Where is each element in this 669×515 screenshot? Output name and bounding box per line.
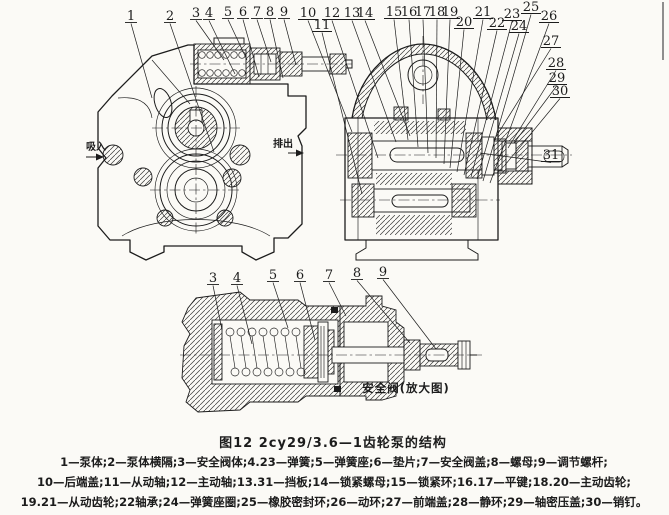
valve-spring-section xyxy=(198,51,246,77)
leader-line-6 xyxy=(242,19,260,78)
callout-number-27: 27 xyxy=(543,34,560,49)
callout-number-13: 13 xyxy=(344,6,361,21)
callout-number-5: 5 xyxy=(269,268,277,283)
outlet-label: 排出 xyxy=(273,137,293,150)
leader-line-8 xyxy=(356,280,411,344)
callout-number-3: 3 xyxy=(192,6,200,21)
leader-line-9 xyxy=(283,19,297,66)
front-view: 吸入 排出 xyxy=(86,37,353,261)
leader-line-3 xyxy=(212,285,223,331)
leader-line-2 xyxy=(169,23,215,153)
safety-valve-assembly xyxy=(190,37,353,85)
leader-line-3 xyxy=(195,20,225,61)
leader-line-11 xyxy=(321,32,363,195)
callout-number-1: 1 xyxy=(127,9,135,24)
callout-number-31: 31 xyxy=(543,148,560,163)
callout-number-21: 21 xyxy=(475,5,492,20)
callout-number-9: 9 xyxy=(280,5,288,20)
figure-caption: 图12 2cy29/3.6—1齿轮泵的结构 xyxy=(219,435,447,451)
callout-number-11: 11 xyxy=(314,18,331,33)
drive-shaft-assembly xyxy=(347,132,569,179)
leader-line-17 xyxy=(422,19,429,154)
leader-line-8 xyxy=(269,19,284,79)
leader-line-31 xyxy=(479,152,552,163)
callout-number-6: 6 xyxy=(239,5,247,20)
leader-line-14 xyxy=(364,20,411,137)
callout-number-10: 10 xyxy=(300,6,317,21)
leader-line-7 xyxy=(256,19,272,63)
callout-number-18: 18 xyxy=(429,5,446,20)
leader-line-4 xyxy=(208,20,236,75)
bolt-bosses xyxy=(102,144,251,227)
callout-number-23: 23 xyxy=(504,7,521,22)
callout-number-30: 30 xyxy=(552,84,569,99)
callout-number-7: 7 xyxy=(253,5,261,20)
leader-line-26 xyxy=(489,23,550,184)
leader-line-13 xyxy=(351,20,397,143)
callout-number-26: 26 xyxy=(541,9,558,24)
leader-line-4 xyxy=(236,285,253,345)
inlet-arrow-icon xyxy=(86,153,104,161)
callout-number-7: 7 xyxy=(325,268,333,283)
inlet-label: 吸入 xyxy=(86,141,106,153)
callout-number-12: 12 xyxy=(324,6,341,21)
legend-line-2: 10—后端盖;11—从动轴;12—主动轴;13.31—挡板;14—锁紧螺母;15… xyxy=(37,475,631,489)
callout-number-22: 22 xyxy=(489,16,506,31)
leader-line-5 xyxy=(227,19,248,61)
callout-number-14: 14 xyxy=(357,6,374,21)
callout-number-4: 4 xyxy=(205,6,213,21)
leader-line-6 xyxy=(299,282,316,341)
legend-line-1: 1—泵体;2—泵体横隔;3—安全阀体;4.23—弹簧;5—弹簧座;6—垫片;7—… xyxy=(60,455,608,469)
callout-number-4: 4 xyxy=(233,271,241,286)
outlet-arrow-icon xyxy=(288,149,304,157)
leader-line-25 xyxy=(482,14,532,182)
callout-number-2: 2 xyxy=(166,9,174,24)
callout-number-15: 15 xyxy=(386,5,403,20)
leader-line-22 xyxy=(463,30,498,176)
legend-line-3: 19.21—从动齿轮;22轴承;24—弹簧座圈;25—橡胶密封环;26—动环;2… xyxy=(21,495,648,509)
leader-line-21 xyxy=(456,19,484,173)
leader-line-29 xyxy=(513,85,558,144)
detail-view-label: 安全阀(放大图) xyxy=(362,381,450,395)
callout-number-19: 19 xyxy=(442,5,459,20)
callout-number-5: 5 xyxy=(224,5,232,20)
callout-number-3: 3 xyxy=(209,271,217,286)
valve-detail-view: 安全阀(放大图) xyxy=(180,291,482,413)
side-view xyxy=(336,36,572,261)
driven-shaft-assembly xyxy=(351,183,477,218)
callout-number-29: 29 xyxy=(549,71,566,86)
callout-number-9: 9 xyxy=(379,265,387,280)
callout-number-20: 20 xyxy=(456,15,473,30)
leader-line-15 xyxy=(393,19,409,141)
callout-number-8: 8 xyxy=(353,266,361,281)
leader-line-10 xyxy=(307,20,353,133)
leader-line-1 xyxy=(130,23,153,99)
leader-line-20 xyxy=(449,29,465,169)
leader-line-12 xyxy=(331,20,379,159)
callout-number-8: 8 xyxy=(266,5,274,20)
leader-line-18 xyxy=(435,19,438,159)
detail-spring-section xyxy=(225,327,306,377)
callouts-detail: 3 4 5 6 7 8 9 xyxy=(207,265,437,350)
leader-line-16 xyxy=(408,19,419,148)
leader-line-7 xyxy=(328,282,347,317)
callout-number-16: 16 xyxy=(401,5,418,20)
leader-line-27 xyxy=(493,48,552,141)
leader-line-28 xyxy=(507,70,557,149)
callout-number-24: 24 xyxy=(511,19,528,34)
leader-line-30 xyxy=(504,98,561,166)
leader-line-23 xyxy=(470,21,513,178)
leader-line-24 xyxy=(476,33,520,180)
leader-line-9 xyxy=(382,279,437,350)
callout-number-6: 6 xyxy=(296,268,304,283)
leader-line-19 xyxy=(443,19,451,165)
callout-number-25: 25 xyxy=(523,0,540,15)
leader-line-5 xyxy=(272,282,289,329)
callout-number-28: 28 xyxy=(548,56,565,71)
callout-number-17: 17 xyxy=(415,5,432,20)
